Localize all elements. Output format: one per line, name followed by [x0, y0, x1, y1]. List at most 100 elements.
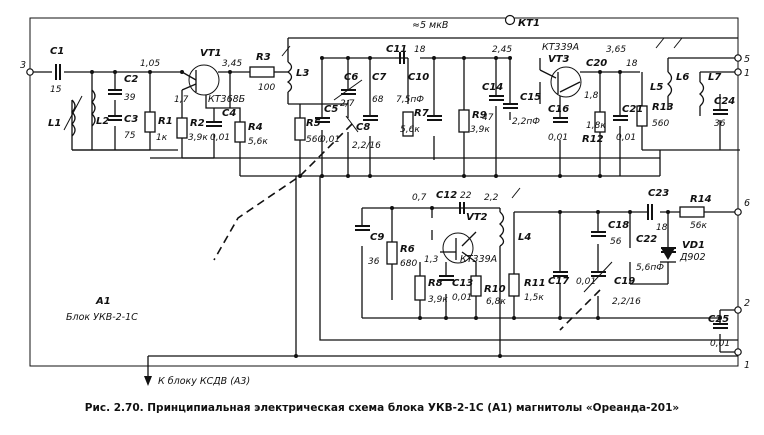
l4-label: L4: [518, 232, 531, 243]
r5-label: R5: [306, 118, 321, 129]
c1-label: C1: [50, 46, 64, 57]
c10-label: C10: [408, 72, 429, 83]
voltage-5: 3,65: [606, 45, 626, 55]
c9-label: C9: [370, 232, 384, 243]
l6-label: L6: [676, 72, 689, 83]
c6-trim-arrow-icon: [333, 79, 363, 101]
voltage-7: 0,7: [412, 193, 427, 203]
c24-value: 36: [714, 119, 726, 129]
wires-lower: [295, 176, 738, 357]
c7-value: 68: [372, 95, 384, 105]
voltage-3: 1,7: [174, 95, 189, 105]
vd1-type: Д902: [679, 252, 706, 263]
ksdv-arrow-icon: [144, 376, 152, 386]
r12-label: R12: [582, 134, 604, 145]
c19-label: C19: [614, 276, 635, 287]
figure-caption: Рис. 2.70. Принципиальная электрическая …: [84, 402, 680, 414]
c23-value: 18: [656, 223, 668, 233]
r8-label: R8: [428, 278, 443, 289]
diode-vd1: [660, 248, 676, 263]
c6-value: 2/7: [340, 99, 355, 109]
c11-label: C11: [386, 44, 407, 55]
r14-label: R14: [690, 194, 712, 205]
c6-label: C6: [344, 72, 358, 83]
c22-value: 5,6пФ: [636, 263, 664, 273]
r13-label: R13: [652, 102, 674, 113]
vt3-type: КТ339А: [542, 42, 579, 53]
r3-value: 100: [258, 83, 275, 93]
r11-value: 1,5к: [524, 293, 544, 303]
block-border: [29, 17, 739, 367]
c12-value: 22: [460, 191, 472, 201]
r6-label: R6: [400, 244, 415, 255]
r13-value: 560: [652, 119, 669, 129]
c21-value: 0,01: [616, 133, 636, 143]
terminal-3-label: 3: [20, 60, 26, 71]
vt1-label: VT1: [200, 48, 222, 59]
c19-trim-arrow-icon: [583, 261, 613, 293]
voltage-6: 1,8: [584, 91, 599, 101]
c23-label: C23: [648, 188, 669, 199]
c17-label: C17: [548, 276, 569, 287]
voltage-9: 1,3: [424, 255, 439, 265]
r7-value: 5,6к: [400, 125, 420, 135]
voltage-4: 2,45: [492, 45, 512, 55]
r5-value: 560: [306, 135, 323, 145]
r11-label: R11: [524, 278, 546, 289]
c14-value: 47: [482, 113, 494, 123]
l3-label: L3: [296, 68, 309, 79]
test-signal-label: ≈5 мкВ: [412, 20, 448, 31]
terminal-2-label: 2: [744, 298, 750, 309]
wires-upper: [30, 37, 740, 177]
c12-label: C12: [436, 190, 457, 201]
terminal-1a-label: 1: [744, 68, 750, 79]
r12-value: 1,8к: [586, 121, 606, 131]
c9-value: 36: [368, 257, 380, 267]
c15-value: 2,2пФ: [512, 117, 540, 127]
c18-label: C18: [608, 220, 629, 231]
labels: ≈5 мкВ КТ1 3 5 1 6 2 1 1,05 3,45 1,7 2,4…: [20, 18, 750, 387]
c8-value: 2,2/16: [352, 141, 381, 151]
r3-label: R3: [256, 52, 271, 63]
r9-value: 3,9к: [470, 125, 490, 135]
c17-value: 0,01: [576, 277, 596, 287]
c20-label: C20: [586, 58, 607, 69]
tuning-link-lower: [559, 289, 601, 331]
r2-value: 3,9к: [188, 133, 208, 143]
c25-value: 0,01: [710, 339, 730, 349]
r10-value: 6,8к: [486, 297, 506, 307]
c5-label: C5: [324, 104, 338, 115]
c4-value: 0,01: [210, 133, 230, 143]
c14-label: C14: [482, 82, 503, 93]
l2-label: L2: [96, 116, 109, 127]
c13-label: C13: [452, 278, 473, 289]
c2-label: C2: [124, 74, 138, 85]
r7-label: R7: [414, 108, 429, 119]
c16-value: 0,01: [548, 133, 568, 143]
c4-label: C4: [222, 108, 236, 119]
r6-value: 680: [400, 259, 417, 269]
c3-label: C3: [124, 114, 138, 125]
junctions: [90, 56, 722, 358]
transistor-vt3: [550, 66, 582, 98]
vd1-label: VD1: [682, 240, 705, 251]
vt2-type: КТ339А: [460, 254, 497, 265]
c25-label: C25: [708, 314, 729, 325]
c8-label: C8: [356, 122, 370, 133]
c18-value: 56: [610, 237, 622, 247]
r1-value: 1к: [156, 133, 168, 143]
c7-label: C7: [372, 72, 386, 83]
terminal-1b-label: 1: [744, 360, 750, 371]
c8-trim-arrow-icon: [345, 115, 359, 133]
c13-value: 0,01: [452, 293, 472, 303]
c21-label: C21: [622, 104, 643, 115]
r9-label: R9: [472, 110, 487, 121]
schematic-drawing: ≈5 мкВ КТ1 3 5 1 6 2 1 1,05 3,45 1,7 2,4…: [20, 14, 750, 387]
c20-value: 18: [626, 59, 638, 69]
vt1-type: КТ368Б: [208, 94, 246, 105]
c16-label: C16: [548, 104, 569, 115]
voltage-1: 1,05: [140, 59, 160, 69]
c24-label: C24: [714, 96, 735, 107]
block-id: А1: [95, 296, 111, 307]
